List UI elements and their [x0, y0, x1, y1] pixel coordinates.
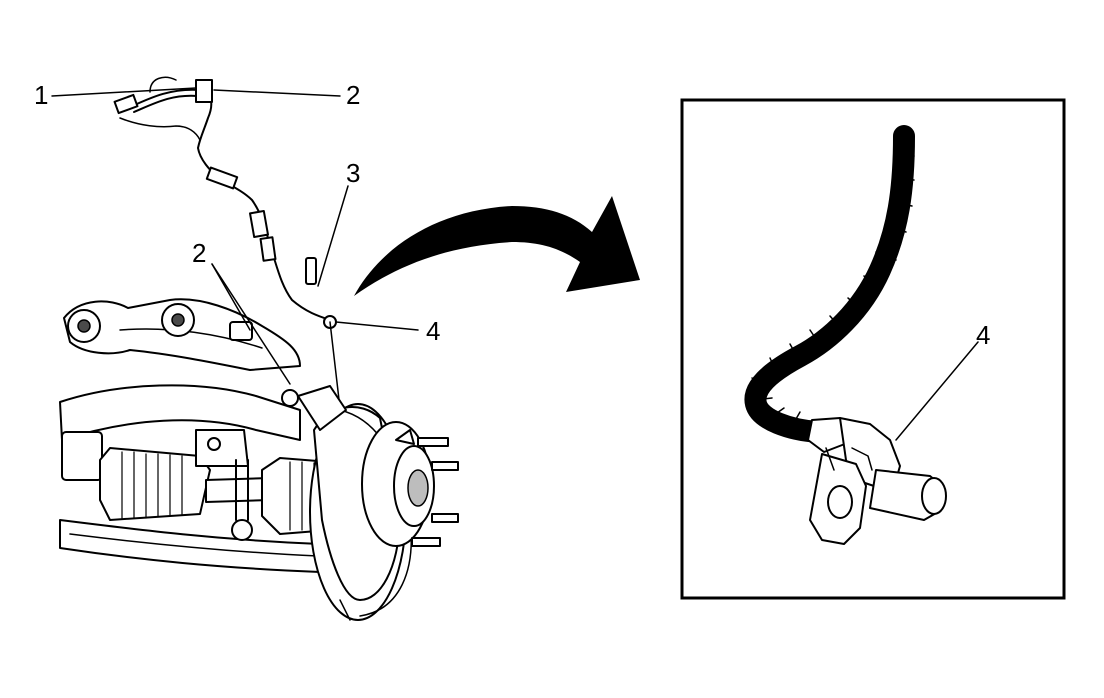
callout-4-main: 4 [426, 316, 440, 346]
detail-inset: 4 [680, 98, 1066, 600]
detail-leader [895, 341, 979, 441]
mounting-hole [827, 485, 853, 519]
wheel-studs [395, 429, 459, 547]
brake-rotor-hub [297, 385, 459, 621]
stabilizer-link [195, 389, 299, 541]
upper-control-arm [63, 298, 301, 371]
steering-knuckle [297, 385, 347, 431]
callout-4-detail: 4 [976, 320, 990, 350]
wheel-speed-sensor [807, 417, 947, 545]
frame-rail [59, 384, 321, 573]
callout-3: 3 [346, 158, 360, 188]
harness-clip [305, 257, 317, 285]
callout-2-lower: 2 [192, 238, 206, 268]
leader-lines [51, 87, 419, 385]
callout-2-top: 2 [346, 80, 360, 110]
harness-wrap-bands [751, 155, 915, 427]
callout-1: 1 [34, 80, 48, 110]
drive-axle [61, 431, 341, 535]
detail-arrow [354, 196, 640, 296]
